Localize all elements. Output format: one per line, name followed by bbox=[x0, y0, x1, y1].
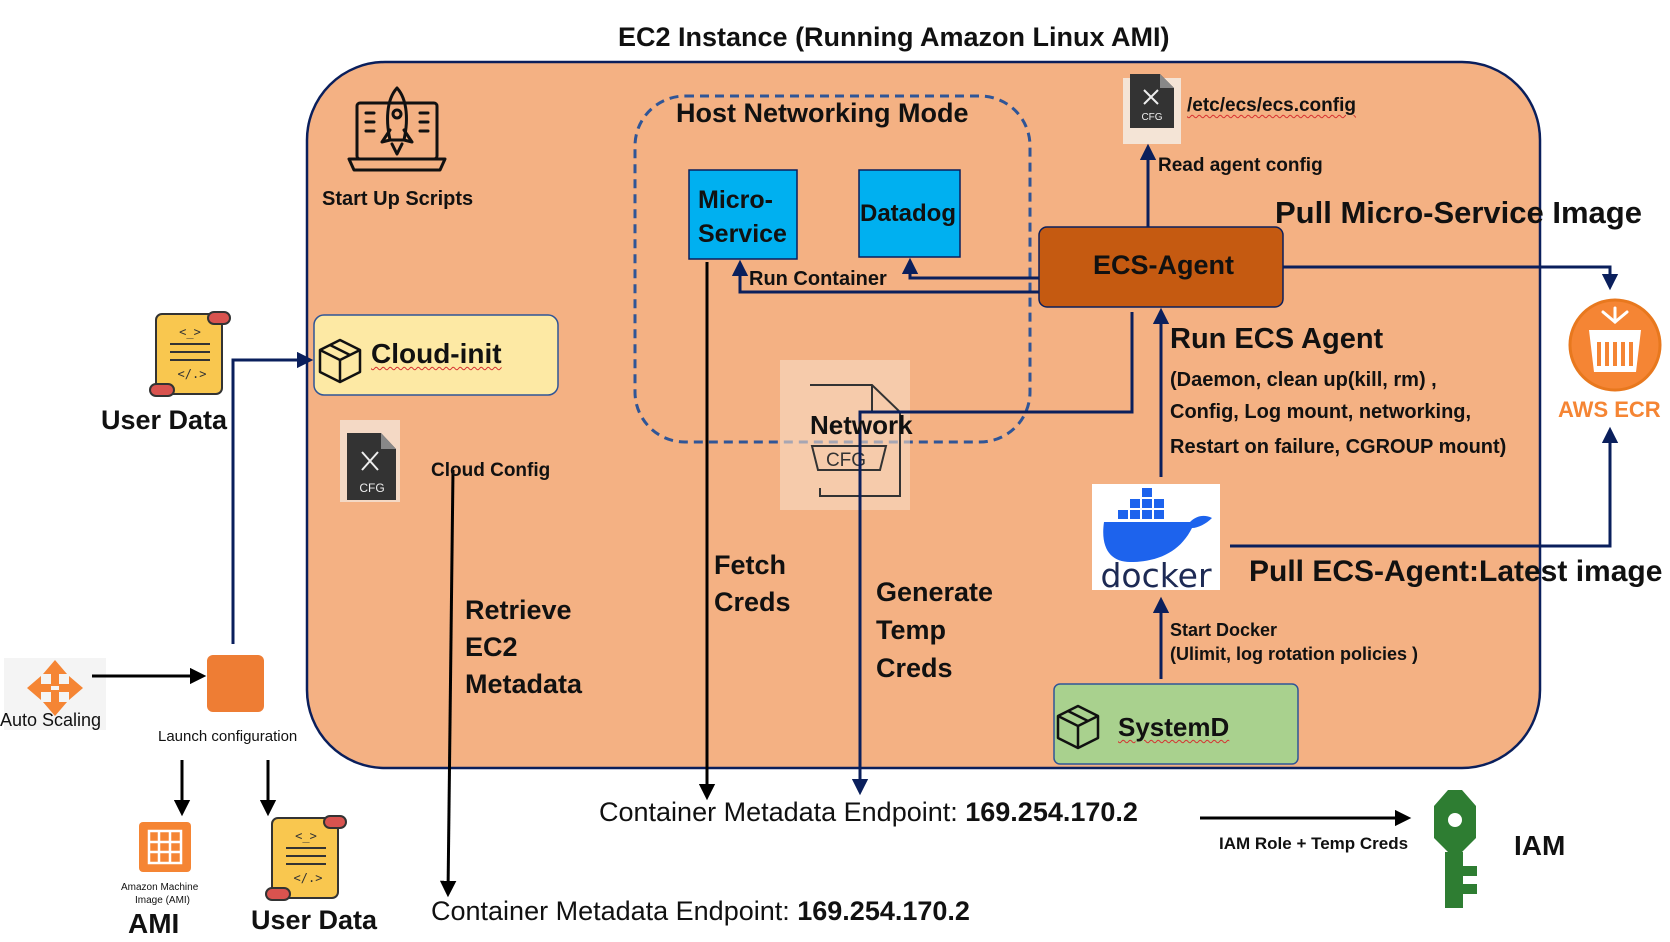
cloud-config-file-icon: CFG bbox=[340, 420, 400, 502]
cloud-init-box bbox=[313, 314, 559, 396]
fetch-creds-line2: Creds bbox=[714, 587, 791, 617]
endpoint-label-bottom: Container Metadata Endpoint: 169.254.170… bbox=[431, 896, 970, 927]
launch-configuration-icon bbox=[207, 655, 264, 712]
arrow-retrieve-ec2-metadata bbox=[439, 469, 457, 898]
endpoint-ip-bottom: 169.254.170.2 bbox=[797, 896, 970, 926]
cloud-config-cfg-text: CFG bbox=[359, 481, 384, 495]
docker-logo-icon: docker bbox=[1092, 484, 1220, 595]
systemd-label: SystemD bbox=[1118, 712, 1230, 742]
auto-scaling-label: Auto Scaling bbox=[0, 710, 102, 730]
auto-scaling-icon bbox=[4, 658, 106, 730]
start-docker-label: Start Docker bbox=[1170, 620, 1278, 640]
user-data-bottom-scroll-icon: <_> </.> bbox=[265, 815, 347, 901]
launch-configuration-label: Launch configuration bbox=[158, 728, 298, 745]
line-ecs-agent-to-generate-creds bbox=[851, 312, 1134, 796]
fetch-creds-line1: Fetch bbox=[714, 550, 787, 580]
datadog-label: Datadog bbox=[860, 200, 956, 227]
micro-service-label-line2: Service bbox=[698, 220, 787, 248]
arrow-pull-micro-service-image bbox=[1283, 265, 1619, 291]
run-ecs-agent-label: Run ECS Agent bbox=[1170, 323, 1384, 355]
user-data-scroll-icon: <_> </.> bbox=[149, 311, 231, 397]
arrow-pull-ecs-agent-image bbox=[1230, 426, 1619, 548]
endpoint-label-middle-text: Container Metadata Endpoint: bbox=[599, 797, 966, 827]
network-label: Network bbox=[810, 410, 913, 440]
ecs-config-cfg-text: CFG bbox=[1141, 112, 1162, 123]
endpoint-label-bottom-text: Container Metadata Endpoint: bbox=[431, 896, 798, 926]
startup-scripts-label: Start Up Scripts bbox=[322, 188, 474, 210]
start-docker-details-label: (Ulimit, log rotation policies ) bbox=[1170, 644, 1419, 664]
run-ecs-agent-detail-1: (Daemon, clean up(kill, rm) , bbox=[1170, 369, 1437, 391]
ami-icon bbox=[139, 822, 191, 872]
systemd-cube-icon bbox=[1056, 704, 1100, 750]
user-data-label: User Data bbox=[101, 405, 228, 435]
endpoint-ip-middle: 169.254.170.2 bbox=[965, 797, 1138, 827]
generate-temp-creds-line2: Temp bbox=[876, 615, 947, 645]
ami-label: AMI bbox=[128, 908, 180, 939]
cloud-init-cube-icon bbox=[318, 338, 362, 384]
retrieve-ec2-metadata-line3: Metadata bbox=[465, 669, 583, 699]
retrieve-ec2-metadata-line2: EC2 bbox=[465, 632, 518, 662]
run-ecs-agent-detail-3: Restart on failure, CGROUP mount) bbox=[1170, 436, 1507, 458]
network-cfg-text: CFG bbox=[826, 450, 866, 471]
svg-text:</.>: </.> bbox=[178, 367, 207, 381]
ami-caption-line2: Image (AMI) bbox=[135, 895, 191, 906]
cloud-config-label: Cloud Config bbox=[431, 460, 551, 481]
micro-service-box bbox=[688, 169, 798, 260]
svg-text:<_>: <_> bbox=[295, 829, 317, 843]
iam-key-icon bbox=[1434, 790, 1477, 908]
endpoint-label-middle: Container Metadata Endpoint: 169.254.170… bbox=[599, 797, 1138, 828]
ecs-config-file-icon: CFG bbox=[1123, 74, 1181, 144]
ami-caption-line1: Amazon Machine bbox=[121, 882, 199, 893]
run-container-label: Run Container bbox=[749, 268, 887, 290]
rocket-laptop-icon bbox=[347, 86, 447, 172]
svg-text:<_>: <_> bbox=[179, 325, 201, 339]
arrow-run-container-datadog bbox=[901, 257, 1039, 280]
iam-role-creds-label: IAM Role + Temp Creds bbox=[1219, 834, 1409, 853]
run-ecs-agent-detail-2: Config, Log mount, networking, bbox=[1170, 401, 1472, 423]
host-networking-mode-label: Host Networking Mode bbox=[676, 98, 969, 128]
diagram-title: EC2 Instance (Running Amazon Linux AMI) bbox=[618, 22, 1170, 52]
arrow-user-data-to-cloud-init bbox=[231, 351, 314, 644]
network-file-icon: CFG bbox=[780, 360, 910, 510]
docker-wordmark: docker bbox=[1100, 556, 1212, 595]
retrieve-ec2-metadata-line1: Retrieve bbox=[465, 595, 572, 625]
ecs-config-path-label: /etc/ecs/ecs.config bbox=[1187, 95, 1356, 116]
aws-ecr-label: AWS ECR bbox=[1558, 397, 1661, 422]
generate-temp-creds-line3: Creds bbox=[876, 653, 953, 683]
iam-label: IAM bbox=[1514, 830, 1566, 861]
user-data-bottom-label: User Data bbox=[251, 905, 378, 935]
systemd-box bbox=[1053, 683, 1299, 765]
cloud-init-label: Cloud-init bbox=[371, 338, 502, 369]
generate-temp-creds-line1: Generate bbox=[876, 577, 994, 607]
datadog-box bbox=[858, 169, 961, 258]
ecs-agent-label: ECS-Agent bbox=[1093, 250, 1234, 280]
svg-text:</.>: </.> bbox=[294, 871, 323, 885]
micro-service-label-line1: Micro- bbox=[698, 186, 773, 214]
read-agent-config-label: Read agent config bbox=[1158, 155, 1323, 176]
pull-micro-service-image-label: Pull Micro-Service Image bbox=[1275, 195, 1642, 230]
pull-ecs-agent-image-label: Pull ECS-Agent:Latest image bbox=[1249, 555, 1663, 588]
arrow-run-container-micro-service bbox=[731, 259, 1039, 294]
aws-ecr-icon bbox=[1568, 298, 1662, 392]
